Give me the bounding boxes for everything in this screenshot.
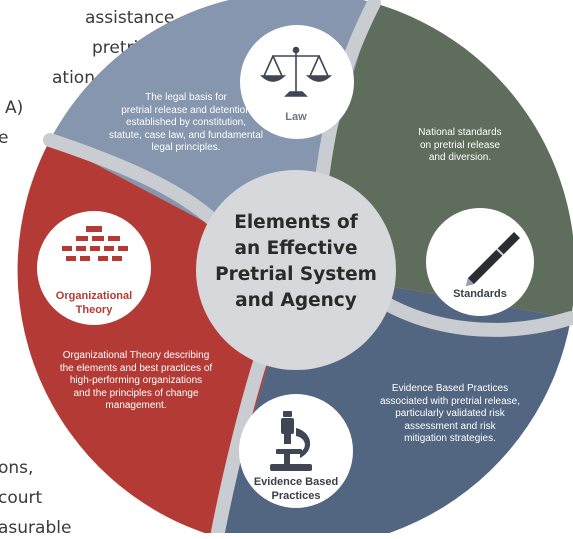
bg-line-3: ation: [52, 68, 95, 88]
evidence-label: Evidence Based Practices: [253, 476, 339, 502]
organizational-label: Organizational Theory: [55, 290, 133, 316]
bg-line-4: A): [5, 98, 24, 118]
standards-description: National standards on pretrial release a…: [418, 127, 502, 163]
microscope-icon: [270, 411, 312, 471]
bg-line-1: assistance: [85, 8, 175, 28]
scales-icon: [259, 46, 333, 97]
center-title: Elements of an Effective Pretrial System…: [215, 212, 377, 311]
organizational-description: Organizational Theory describing the ele…: [59, 350, 213, 411]
standards-label: Standards: [453, 288, 507, 300]
pen-icon: [466, 232, 520, 286]
organizational-icon-circle: [37, 211, 151, 325]
bg-line-6: ons,: [0, 458, 34, 478]
center-circle: [196, 170, 396, 370]
bg-line-7: court: [0, 488, 43, 508]
org-chart-icon: [62, 226, 128, 261]
law-description: The legal basis for pretrial release and…: [109, 92, 263, 153]
law-icon-circle: [240, 25, 354, 139]
bg-line-5: e: [0, 128, 9, 148]
evidence-description: Evidence Based Practices associated with…: [379, 383, 521, 444]
law-label: Law: [285, 111, 307, 123]
standards-icon-circle: [426, 208, 534, 316]
